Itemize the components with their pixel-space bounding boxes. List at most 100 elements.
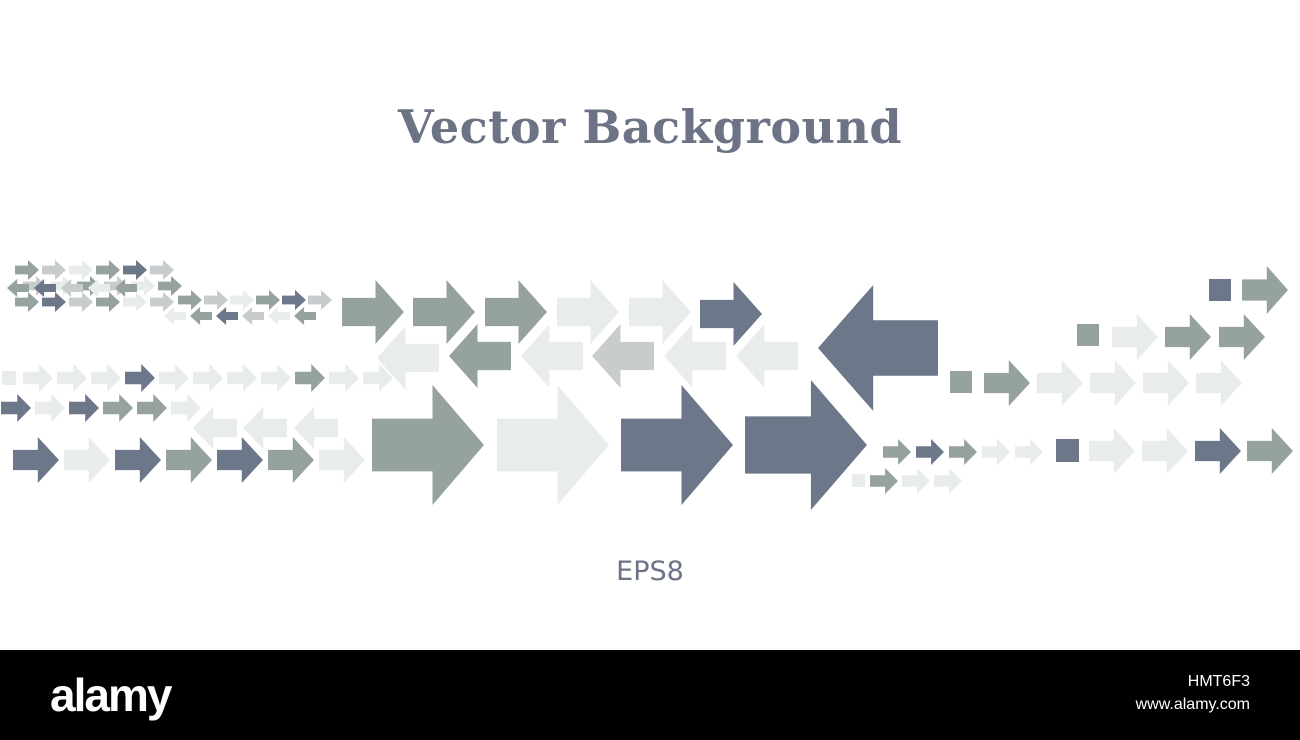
left-arrow-icon xyxy=(449,324,511,388)
right-arrow-icon xyxy=(1219,314,1265,360)
right-arrow-icon xyxy=(949,439,977,465)
right-arrow-icon xyxy=(261,364,291,392)
right-arrow-icon xyxy=(115,437,161,483)
right-arrow-icon xyxy=(69,394,99,422)
right-arrow-icon xyxy=(413,280,475,344)
left-arrow-icon xyxy=(243,407,287,449)
right-arrow-icon xyxy=(103,394,133,422)
right-arrow-icon xyxy=(282,290,306,310)
right-arrow-icon xyxy=(870,468,898,494)
left-arrow-icon xyxy=(88,279,110,297)
right-arrow-icon xyxy=(557,280,619,344)
format-label: EPS8 xyxy=(616,556,684,587)
right-arrow-icon xyxy=(256,290,280,310)
watermark-image-id: HMT6F3 xyxy=(1187,673,1250,690)
left-arrow-icon xyxy=(664,324,726,388)
right-arrow-icon xyxy=(1,394,31,422)
right-arrow-icon xyxy=(982,439,1010,465)
left-arrow-icon xyxy=(61,279,83,297)
left-arrow-icon xyxy=(268,307,290,325)
left-arrow-icon xyxy=(115,279,137,297)
right-arrow-icon xyxy=(1090,360,1136,406)
square-icon xyxy=(1077,324,1099,346)
right-arrow-icon xyxy=(329,364,359,392)
right-arrow-icon xyxy=(621,385,733,505)
right-arrow-icon xyxy=(372,385,484,505)
right-arrow-icon xyxy=(883,439,911,465)
watermark-bar xyxy=(0,650,1300,740)
right-arrow-icon xyxy=(158,276,182,296)
right-arrow-icon xyxy=(42,260,66,280)
right-arrow-icon xyxy=(137,394,167,422)
right-arrow-icon xyxy=(15,260,39,280)
right-arrow-icon xyxy=(69,260,93,280)
right-arrow-icon xyxy=(1112,314,1158,360)
right-arrow-icon xyxy=(485,280,547,344)
right-arrow-icon xyxy=(178,290,202,310)
square-icon xyxy=(1056,439,1079,462)
right-arrow-icon xyxy=(308,290,332,310)
left-arrow-icon xyxy=(7,279,29,297)
right-arrow-icon xyxy=(125,364,155,392)
right-arrow-icon xyxy=(497,385,609,505)
right-arrow-icon xyxy=(295,364,325,392)
right-arrow-icon xyxy=(91,364,121,392)
right-arrow-icon xyxy=(150,260,174,280)
left-arrow-icon xyxy=(34,279,56,297)
right-arrow-icon xyxy=(1242,266,1288,314)
left-arrow-icon xyxy=(521,324,583,388)
right-arrow-icon xyxy=(934,468,962,494)
right-arrow-icon xyxy=(150,292,174,312)
right-arrow-icon xyxy=(1196,360,1242,406)
right-arrow-icon xyxy=(42,292,66,312)
square-icon xyxy=(2,371,16,385)
right-arrow-icon xyxy=(57,364,87,392)
right-arrow-icon xyxy=(268,437,314,483)
right-arrow-icon xyxy=(916,439,944,465)
right-arrow-icon xyxy=(171,394,201,422)
right-arrow-icon xyxy=(230,290,254,310)
left-arrow-icon xyxy=(164,307,186,325)
right-arrow-icon xyxy=(1142,428,1188,474)
watermark-brand: alamy xyxy=(50,669,172,721)
right-arrow-icon xyxy=(69,292,93,312)
right-arrow-icon xyxy=(1015,439,1043,465)
right-arrow-icon xyxy=(123,260,147,280)
arrow-pattern xyxy=(1,260,1293,510)
left-arrow-icon xyxy=(818,285,938,411)
artwork-canvas: Vector Background EPS8 xyxy=(1,100,1293,587)
right-arrow-icon xyxy=(204,290,228,310)
right-arrow-icon xyxy=(193,364,223,392)
right-arrow-icon xyxy=(96,292,120,312)
left-arrow-icon xyxy=(190,307,212,325)
right-arrow-icon xyxy=(984,360,1030,406)
right-arrow-icon xyxy=(159,364,189,392)
right-arrow-icon xyxy=(217,437,263,483)
page-title: Vector Background xyxy=(397,100,903,154)
right-arrow-icon xyxy=(363,364,393,392)
left-arrow-icon xyxy=(242,307,264,325)
right-arrow-icon xyxy=(13,437,59,483)
left-arrow-icon xyxy=(377,326,439,390)
right-arrow-icon xyxy=(700,282,762,346)
right-arrow-icon xyxy=(64,437,110,483)
right-arrow-icon xyxy=(166,437,212,483)
right-arrow-icon xyxy=(23,364,53,392)
watermark-site: www.alamy.com xyxy=(1135,696,1250,713)
right-arrow-icon xyxy=(745,380,867,510)
right-arrow-icon xyxy=(227,364,257,392)
right-arrow-icon xyxy=(1143,360,1189,406)
left-arrow-icon xyxy=(294,307,316,325)
right-arrow-icon xyxy=(35,394,65,422)
right-arrow-icon xyxy=(1195,428,1241,474)
right-arrow-icon xyxy=(131,276,155,296)
right-arrow-icon xyxy=(342,280,404,344)
right-arrow-icon xyxy=(1089,428,1135,474)
right-arrow-icon xyxy=(319,437,365,483)
right-arrow-icon xyxy=(1247,428,1293,474)
left-arrow-icon xyxy=(193,407,237,449)
right-arrow-icon xyxy=(629,280,691,344)
square-icon xyxy=(852,474,865,487)
right-arrow-icon xyxy=(123,292,147,312)
square-icon xyxy=(950,371,972,393)
